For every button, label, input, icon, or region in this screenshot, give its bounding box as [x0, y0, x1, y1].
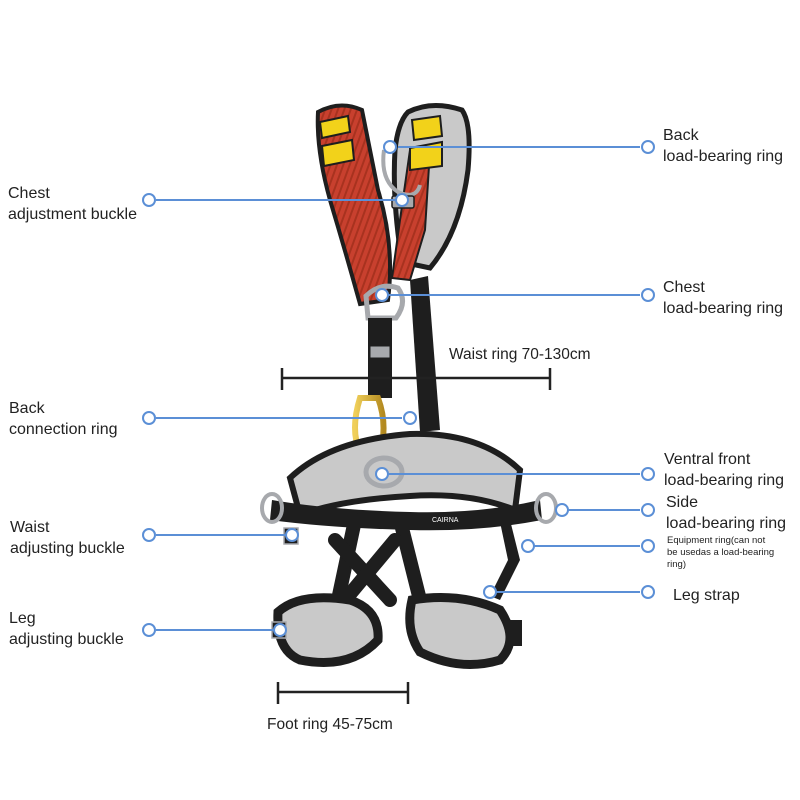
- back-strap: [410, 276, 440, 432]
- left-leg-loop: [273, 593, 383, 667]
- leg-strap-marker: [483, 585, 497, 599]
- chest-ring-marker: [375, 288, 389, 302]
- waist-ring-dimension-label: Waist ring 70-130cm: [449, 346, 591, 363]
- label-back-connection-ring: Back connection ring: [9, 400, 118, 438]
- foot-dimension-line: [276, 682, 410, 704]
- equipment-marker: [521, 539, 535, 553]
- right-leg-loop: [405, 593, 515, 669]
- harness-illustration: CAIRNA: [260, 103, 558, 669]
- label-waist-adjusting-buckle: Waist adjusting buckle: [10, 519, 125, 557]
- back-ring-end-marker: [641, 140, 655, 154]
- side-ring-end-marker: [641, 503, 655, 517]
- right-leg-buckle: [506, 620, 522, 646]
- foot-ring-dimension-label: Foot ring 45-75cm: [267, 716, 393, 733]
- leg-buckle-end-marker: [273, 623, 287, 637]
- waist-buckle-end-marker: [285, 528, 299, 542]
- leader-lines: [156, 146, 640, 631]
- ventral-end-marker: [641, 467, 655, 481]
- equipment-end-marker: [641, 539, 655, 553]
- left-side-ring: [260, 492, 284, 524]
- chest-buckle-end-marker: [395, 193, 409, 207]
- label-leg-adjusting-buckle: Leg adjusting buckle: [9, 610, 124, 648]
- leg-buckle-marker: [142, 623, 156, 637]
- label-chest-adjustment-buckle: Chest adjustment buckle: [8, 185, 137, 223]
- chest-ring: [363, 283, 405, 321]
- leader-markers: [142, 140, 655, 637]
- waist-webbing: [270, 500, 542, 531]
- chest-buckle-marker: [142, 193, 156, 207]
- chest-ring-end-marker: [641, 288, 655, 302]
- back-ring-marker: [383, 140, 397, 154]
- label-back-load-ring: Back load-bearing ring: [663, 127, 784, 165]
- label-chest-load-ring: Chest load-bearing ring: [663, 279, 784, 317]
- leg-strap-end-marker: [641, 585, 655, 599]
- leg-webbing: [328, 513, 427, 607]
- label-ventral-front-ring: Ventral front load-bearing ring: [664, 451, 785, 489]
- brand-logo: CAIRNA: [432, 517, 459, 524]
- back-connection-end-marker: [403, 411, 417, 425]
- side-ring-marker: [555, 503, 569, 517]
- label-side-load-ring: Side load-bearing ring: [666, 494, 787, 532]
- right-side-strap: [490, 520, 520, 600]
- ventral-marker: [375, 467, 389, 481]
- waist-dimension-line: [280, 368, 552, 390]
- waist-buckle-marker: [142, 528, 156, 542]
- back-d-ring: [381, 149, 422, 197]
- yellow-pads: [318, 114, 444, 172]
- back-connection-marker: [142, 411, 156, 425]
- label-equipment-ring: Equipment ring(can not be usedas a load-…: [667, 535, 775, 570]
- ventral-ring: [363, 455, 405, 489]
- label-leg-strap: Leg strap: [673, 587, 740, 604]
- center-buckle: [369, 345, 391, 359]
